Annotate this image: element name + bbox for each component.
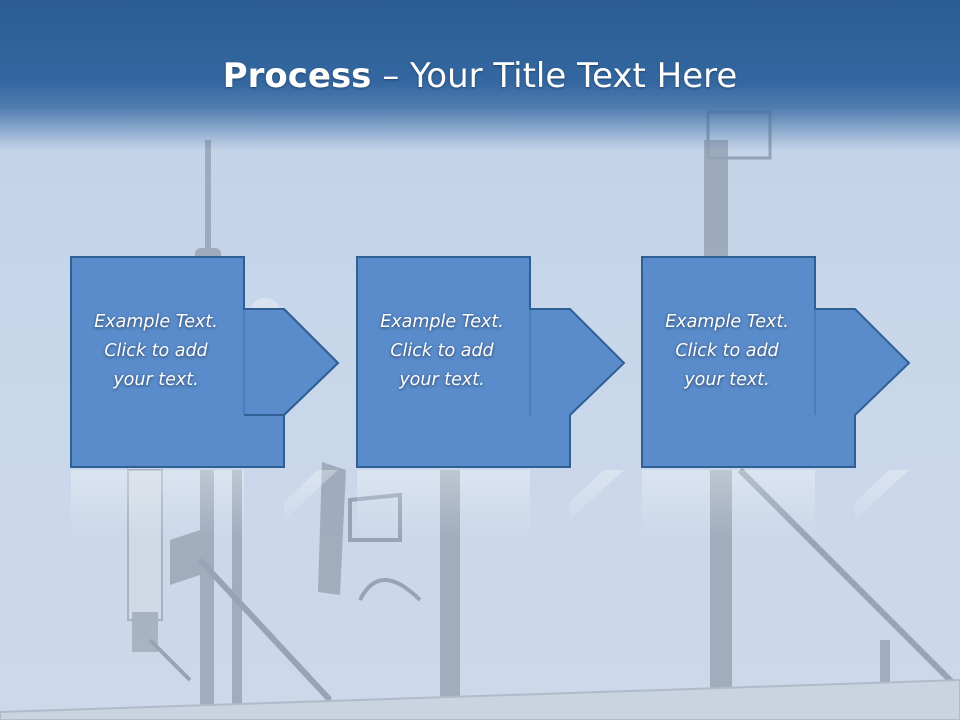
step-text-line: Example Text.	[380, 312, 504, 332]
step-text-line: Click to add	[390, 341, 494, 361]
step-text-line: Example Text.	[665, 312, 789, 332]
step-text-line: Click to add	[675, 341, 779, 361]
process-step-2[interactable]: Example Text. Click to add your text.	[356, 256, 626, 468]
step-text-line: your text.	[684, 370, 770, 390]
step-arrow-shape	[70, 256, 340, 468]
step-text-line: Click to add	[104, 341, 208, 361]
step-text[interactable]: Example Text. Click to add your text.	[641, 308, 813, 395]
step-text-line: your text.	[399, 370, 485, 390]
step-reflection	[642, 470, 909, 540]
slide-title[interactable]: Process – Your Title Text Here	[0, 52, 960, 100]
process-step-3[interactable]: Example Text. Click to add your text.	[641, 256, 911, 468]
step-text[interactable]: Example Text. Click to add your text.	[356, 308, 528, 395]
step-reflection	[71, 470, 338, 540]
step-arrow-shape	[356, 256, 626, 468]
step-arrow-shape	[641, 256, 911, 468]
step-text[interactable]: Example Text. Click to add your text.	[70, 308, 242, 395]
process-step-1[interactable]: Example Text. Click to add your text.	[70, 256, 340, 468]
title-bold: Process	[222, 56, 372, 96]
step-text-line: Example Text.	[94, 312, 218, 332]
step-text-line: your text.	[113, 370, 199, 390]
step-reflection	[357, 470, 624, 540]
title-rest: – Your Title Text Here	[371, 56, 738, 96]
title-bar	[0, 0, 960, 150]
